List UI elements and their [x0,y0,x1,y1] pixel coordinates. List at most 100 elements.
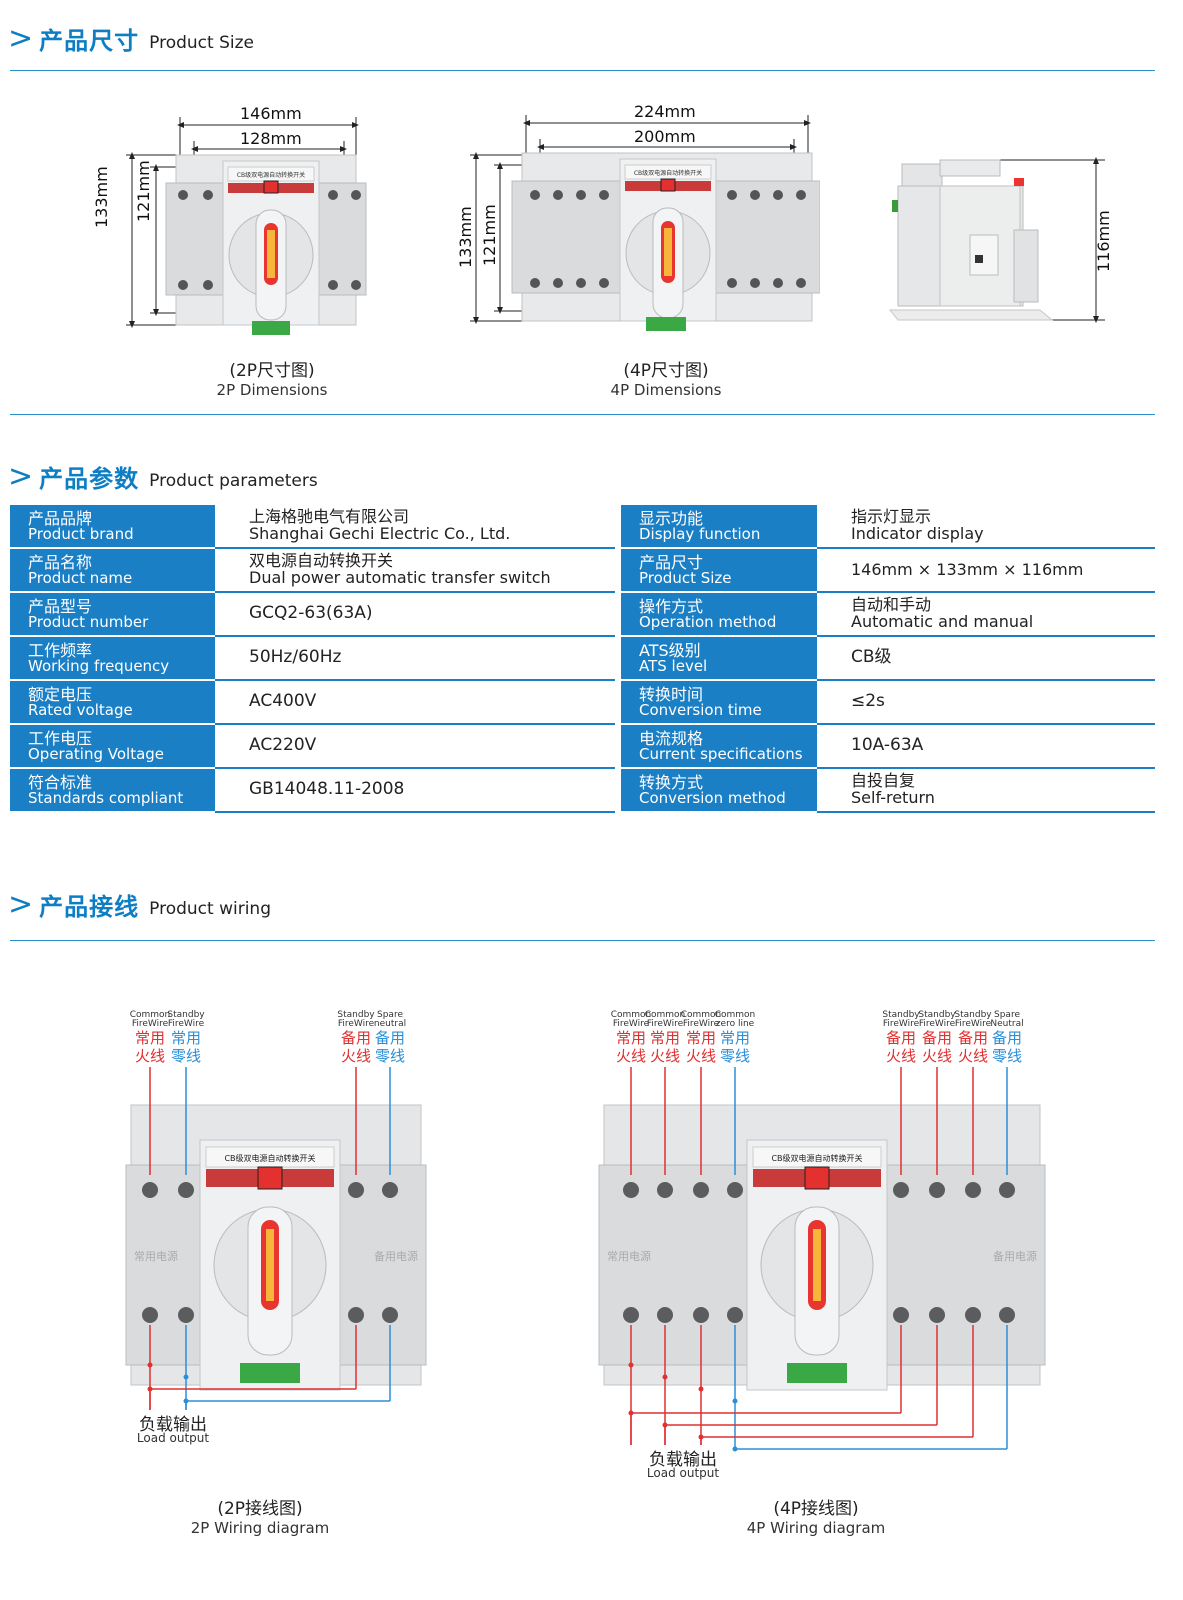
input-terminal [929,1182,945,1198]
output-terminal [178,1307,194,1323]
input-terminal [893,1182,909,1198]
standby-power-tag: 备用电源 [993,1249,1037,1263]
dim-2p-width-outer: 146mm [240,104,302,123]
junction-dot [628,1410,634,1416]
wire-label-en: FireWire [132,1019,169,1029]
caption-4p-dimensions: (4P尺寸图) 4P Dimensions [610,361,722,399]
output-terminal [623,1307,639,1323]
junction-dot [183,1398,189,1404]
wire-label-zh: 备用 [341,1029,371,1047]
junction-dot [732,1398,738,1404]
output-terminal [893,1307,909,1323]
caption-4p-wiring: (4P接线图) 4P Wiring diagram [746,1499,886,1537]
side-view-drawing [888,157,1105,323]
input-terminal [142,1182,158,1198]
section-header-params: > 产品参数 Product parameters [8,452,318,494]
dim-4p-height-inner: 121mm [480,204,499,266]
dim-4p-width-inner: 200mm [634,127,696,146]
load-output-zh: 负载输出 [649,1450,717,1470]
wire-label-zh: 备用 [922,1029,952,1047]
wire-label-zh: 火线 [886,1047,916,1065]
output-terminal [999,1307,1015,1323]
indicator-button [804,1166,830,1190]
wire-label-zh: 备用 [886,1029,916,1047]
output-terminal [727,1307,743,1323]
wire-label-en: FireWire [613,1019,650,1029]
divider [10,414,1155,415]
wire-label-zh: 火线 [650,1047,680,1065]
wire-label-en: Spare [377,1010,403,1020]
caption-2p-wiring: (2P接线图) 2P Wiring diagram [190,1499,330,1537]
wire-label-en: FireWire [168,1019,205,1029]
wire-label-zh: 常用 [616,1029,646,1047]
wire-label-en: Standby [882,1010,920,1020]
common-power-tag: 常用电源 [134,1249,178,1263]
wire-label-en: Standby [954,1010,992,1020]
dim-2p-height-outer: 133mm [92,166,111,228]
device-label: CB级双电源自动转换开关 [634,169,702,177]
wire-label-zh: 零线 [720,1047,750,1065]
output-terminal [693,1307,709,1323]
section-title-zh: 产品参数 [39,464,140,493]
common-power-tag: 常用电源 [607,1249,651,1263]
wire-label-en: Standby [918,1010,956,1020]
wire-label-en: Common [611,1010,652,1020]
output-terminal [382,1307,398,1323]
wire-label-en: FireWire [955,1019,992,1029]
device-label: CB级双电源自动转换开关 [224,1153,315,1163]
input-terminal [623,1182,639,1198]
wire-label-zh: 备用 [958,1029,988,1047]
wire-label-en: FireWire [883,1019,920,1029]
input-terminal [657,1182,673,1198]
output-terminal [965,1307,981,1323]
dim-2p-height-inner: 121mm [134,160,153,222]
output-terminal [657,1307,673,1323]
wire-label-en: Common [130,1010,171,1020]
chevron-right-icon: > [8,459,34,494]
wire-label-zh: 常用 [650,1029,680,1047]
dimension-drawing-2p: CB级双电源自动转换开关 [126,117,367,335]
wiring-diagram-2p: CB级双电源自动转换开关常用电源备用电源CommonFireWire常用火线St… [125,1010,427,1445]
input-terminal [178,1182,194,1198]
terminal-block [240,1363,300,1383]
junction-dot [147,1362,153,1368]
wire-label-en: Common [715,1010,756,1020]
terminal-block [787,1363,847,1383]
wire-label-en: Neutral [990,1019,1023,1029]
wire-label-en: FireWire [338,1019,375,1029]
device-label: CB级双电源自动转换开关 [237,171,305,179]
standby-power-tag: 备用电源 [374,1249,418,1263]
section-title-en: Product Size [149,32,254,53]
load-output-zh: 负载输出 [139,1415,207,1435]
junction-dot [628,1362,634,1368]
dim-4p-height-outer: 133mm [456,206,475,268]
wire-label-en: Standby [167,1010,205,1020]
junction-dot [183,1374,189,1380]
output-terminal [142,1307,158,1323]
junction-dot [698,1386,704,1392]
input-terminal [382,1182,398,1198]
section-title-en: Product parameters [149,470,318,491]
wire-label-zh: 火线 [922,1047,952,1065]
wire-label-en: FireWire [647,1019,684,1029]
dimension-drawing-4p: CB级双电源自动转换开关 [470,115,820,331]
input-terminal [693,1182,709,1198]
wire-label-en: Common [645,1010,686,1020]
wire-label-zh: 火线 [958,1047,988,1065]
wire-label-en: neutral [374,1019,406,1029]
junction-dot [698,1434,704,1440]
section-title-zh: 产品尺寸 [39,26,140,55]
caption-2p-dimensions: (2P尺寸图) 2P Dimensions [216,361,328,399]
wire-label-zh: 火线 [616,1047,646,1065]
divider [10,70,1155,71]
section-title-en: Product wiring [149,898,271,919]
wire-label-zh: 火线 [341,1047,371,1065]
